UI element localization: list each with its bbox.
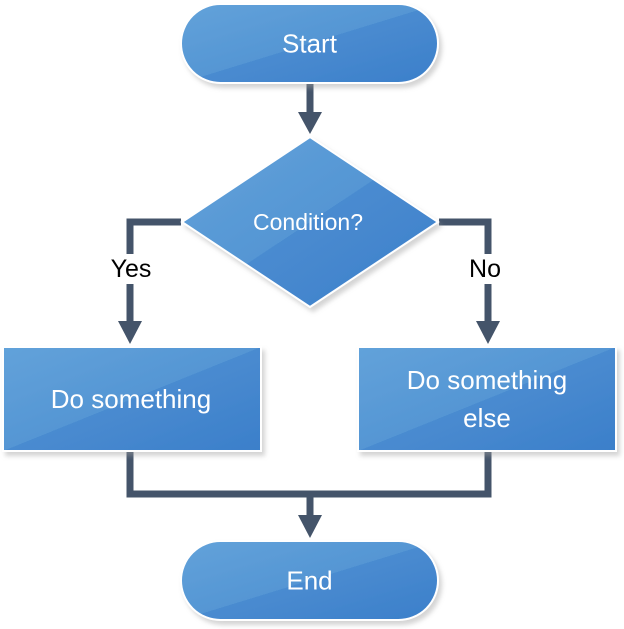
arrowhead-merge-to-end <box>298 515 322 538</box>
start-shape <box>180 3 439 84</box>
do-something-label: Do something <box>51 384 211 414</box>
do-something-node: Do something <box>2 346 262 452</box>
connectors <box>118 84 500 538</box>
no-label-gap <box>482 254 494 284</box>
yes-label-gap <box>124 254 136 284</box>
connector-no-branch <box>439 218 492 322</box>
arrowhead-no-branch <box>476 321 500 344</box>
end-shape <box>180 540 439 621</box>
arrowhead-yes-branch <box>118 321 142 344</box>
condition-label: Condition? <box>253 209 363 235</box>
connector-left-merge <box>126 451 310 498</box>
arrowhead-start-to-condition <box>298 112 322 134</box>
start-label: Start <box>282 29 338 59</box>
do-something-else-label-line2: else <box>463 403 511 433</box>
do-something-else-shape <box>357 346 617 452</box>
no-label: No <box>469 255 501 283</box>
connector-right-merge <box>310 451 492 498</box>
connector-yes-branch <box>126 218 181 322</box>
condition-node: Condition? <box>180 135 440 309</box>
do-something-else-node: Do something else <box>357 346 617 452</box>
do-something-else-label-line1: Do something <box>407 365 567 395</box>
condition-shape <box>180 135 440 309</box>
start-node: Start <box>180 3 439 84</box>
yes-label: Yes <box>111 255 152 283</box>
end-node: End <box>180 540 439 621</box>
do-something-shape <box>2 346 262 452</box>
end-label: End <box>286 566 332 596</box>
